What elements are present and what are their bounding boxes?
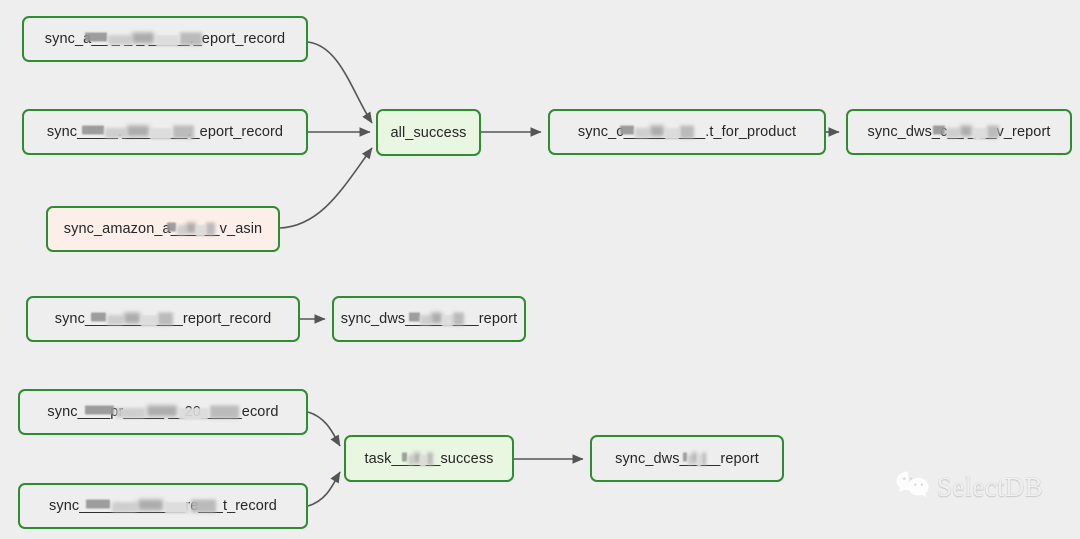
redaction-smudge xyxy=(111,502,137,512)
redaction-smudge xyxy=(85,499,111,509)
redaction-smudge xyxy=(90,312,107,322)
redaction-smudge xyxy=(196,225,206,237)
redaction-smudge xyxy=(986,125,1000,139)
redaction-smudge xyxy=(620,125,635,135)
redaction-smudge xyxy=(167,222,177,232)
redaction-smudge xyxy=(932,125,946,135)
redaction-smudge xyxy=(973,128,986,140)
redaction-smudge xyxy=(179,32,202,46)
redaction-smudge xyxy=(178,408,209,420)
redaction-smudge xyxy=(127,125,149,137)
dag-node-label: sync_dws_____report xyxy=(615,450,759,467)
dag-node-label: sync_a__ _ _ _ _____._eport_record xyxy=(44,31,286,47)
redaction-smudge xyxy=(409,312,420,322)
redaction-smudge xyxy=(84,405,115,415)
dag-node-n8[interactable]: sync_dws_________report xyxy=(332,296,526,342)
redaction-smudge xyxy=(124,312,140,324)
redaction-smudge xyxy=(147,405,177,417)
redaction-smudge xyxy=(420,454,427,467)
dag-node-label: sync_dws_c__ _ __v_report xyxy=(867,124,1051,140)
dag-node-n3[interactable]: sync_amazon_a______v_asin xyxy=(46,206,280,252)
redaction-smudge xyxy=(149,128,172,140)
dag-edge-n9-n10 xyxy=(307,411,341,447)
redaction-smudge xyxy=(407,454,414,465)
dag-node-label: sync____pr_____ __20_____ecord xyxy=(47,404,279,420)
redaction-smudge xyxy=(104,128,127,138)
redaction-smudge xyxy=(190,499,216,513)
redaction-smudge xyxy=(132,32,155,44)
dag-node-label: all_success xyxy=(390,124,467,141)
redaction-smudge xyxy=(679,125,694,139)
dag-edge-n11-n10 xyxy=(307,471,341,507)
dag-node-n6[interactable]: sync_dws_c__ _ __v_report xyxy=(846,109,1072,155)
dag-node-label: task______success xyxy=(364,450,494,467)
dag-node-task-success[interactable]: task______success xyxy=(344,435,514,482)
redaction-smudge xyxy=(186,222,196,234)
redaction-smudge xyxy=(687,454,693,465)
redaction-smudge xyxy=(210,405,240,419)
redaction-smudge xyxy=(692,452,697,463)
dag-node-n11[interactable]: sync_____________re___t_record xyxy=(18,483,308,529)
dag-node-label: sync____________report_record xyxy=(54,311,272,327)
dag-node-label: sync_____________re___t_record xyxy=(49,498,277,514)
redaction-smudge xyxy=(697,454,702,467)
dag-node-n7[interactable]: sync____________report_record xyxy=(26,296,300,342)
dag-edge-n3-n4 xyxy=(279,147,373,229)
redaction-smudge xyxy=(442,315,453,327)
wechat-icon xyxy=(896,470,930,504)
redaction-smudge xyxy=(107,315,124,325)
redaction-smudge xyxy=(172,125,194,139)
redaction-smudge xyxy=(649,125,664,137)
redaction-smudge xyxy=(701,452,707,465)
redaction-smudge xyxy=(431,312,442,324)
redaction-smudge xyxy=(84,32,107,42)
dag-node-n12[interactable]: sync_dws_____report xyxy=(590,435,784,482)
redaction-smudge xyxy=(414,452,420,463)
redaction-smudge xyxy=(205,222,216,236)
dag-node-label: sync_amazon_a______v_asin xyxy=(63,221,263,237)
redaction-smudge xyxy=(157,312,174,326)
dag-node-n9[interactable]: sync____pr_____ __20_____ecord xyxy=(18,389,308,435)
dag-node-n1[interactable]: sync_a__ _ _ _ _____._eport_record xyxy=(22,16,308,62)
redaction-smudge xyxy=(959,125,973,137)
redaction-smudge xyxy=(155,35,179,47)
redaction-smudge xyxy=(138,499,163,511)
redaction-smudge xyxy=(426,452,433,465)
redaction-smudge xyxy=(176,225,186,235)
watermark: SelectDB xyxy=(896,470,1043,504)
watermark-brand: SelectDB xyxy=(937,471,1043,502)
redaction-smudge xyxy=(420,315,431,325)
dag-node-n2[interactable]: sync_____.________._eport_record xyxy=(22,109,308,155)
redaction-smudge xyxy=(108,35,131,45)
dag-node-label: sync_dws_________report xyxy=(340,311,518,327)
redaction-smudge xyxy=(164,502,190,514)
redaction-smudge xyxy=(140,315,157,327)
redaction-smudge xyxy=(683,452,688,461)
redaction-smudge xyxy=(946,128,959,138)
redaction-smudge xyxy=(664,128,679,140)
redaction-smudge xyxy=(115,408,146,418)
dag-node-all-success[interactable]: all_success xyxy=(376,109,481,156)
dag-node-n5[interactable]: sync_c__________.t_for_product xyxy=(548,109,826,155)
redaction-smudge xyxy=(635,128,650,138)
dag-node-label: sync_c__________.t_for_product xyxy=(577,124,797,140)
redaction-smudge xyxy=(401,452,408,461)
dag-edge-n1-n4 xyxy=(307,41,373,124)
dag-node-label: sync_____.________._eport_record xyxy=(46,124,284,140)
redaction-smudge xyxy=(82,125,104,135)
redaction-smudge xyxy=(453,312,464,326)
